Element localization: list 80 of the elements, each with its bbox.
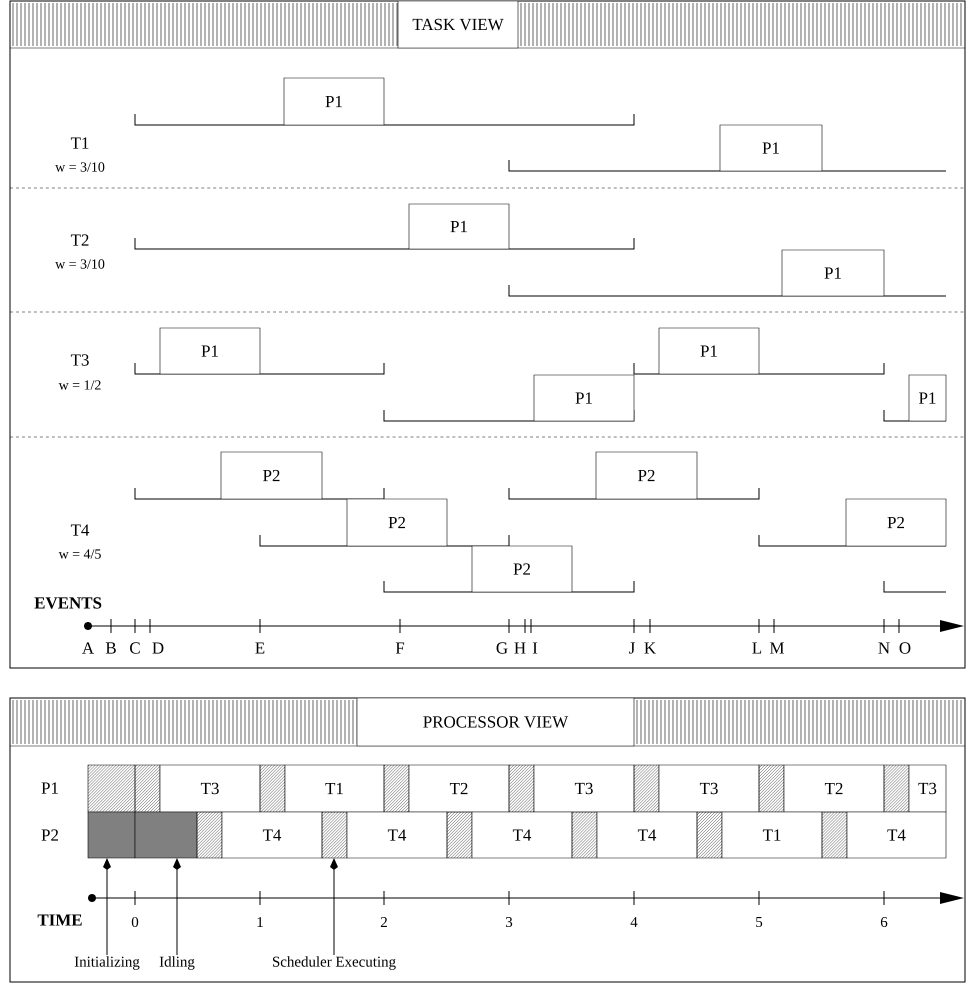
task-box: P1: [534, 374, 634, 422]
task-box: P2: [596, 452, 698, 500]
task-box: P1: [408, 204, 510, 250]
processor-name: P2: [42, 829, 58, 841]
hatched-cell: [696, 812, 722, 858]
callout-label: Scheduler Executing: [272, 956, 396, 970]
schedule-cell: T4: [222, 812, 322, 858]
schedule-cell: T1: [722, 812, 822, 858]
task-box: P2: [346, 498, 448, 546]
task-name: T3: [70, 354, 89, 366]
tick-label: 6: [880, 917, 888, 928]
hatched-cell: [884, 764, 910, 812]
tick-label: 0: [132, 916, 138, 928]
hatched-cell: [446, 812, 472, 858]
schedule-cell: T4: [346, 812, 448, 858]
event-letter: I: [532, 642, 538, 654]
event-letter: O: [900, 642, 910, 654]
tick-label: 5: [756, 917, 762, 927]
hatched-cell: [508, 764, 534, 812]
callout-label: Initializing: [74, 956, 140, 970]
schedule-cell: T3: [658, 764, 760, 812]
event-letter: H: [514, 642, 526, 654]
hatched-cell: [758, 764, 784, 812]
event-letter: N: [878, 642, 890, 654]
hatched-cell: [196, 812, 222, 858]
shaded-cell: [134, 812, 198, 858]
event-letter: K: [644, 642, 656, 654]
axis-title: TIME: [38, 914, 82, 926]
hatched-cell: [634, 764, 660, 812]
task-name: T1: [70, 137, 88, 149]
schedule-cell: T4: [472, 812, 572, 858]
hatched-cell: [260, 764, 286, 812]
hatched-cell: [322, 812, 348, 858]
schedule-cell: T3: [534, 764, 634, 812]
task-weight: w = 1/2: [58, 380, 101, 390]
hatched-cell: [572, 812, 598, 858]
callout-label: Idling: [160, 956, 195, 970]
tick-label: 4: [630, 917, 638, 927]
event-letter: M: [770, 642, 784, 654]
event-letter: J: [629, 642, 635, 654]
schedule-cell: T3: [160, 764, 260, 812]
task-box: P2: [846, 498, 946, 546]
task-box: P2: [220, 452, 322, 500]
task-box: P1: [160, 328, 260, 374]
task-weight: w = 4/5: [58, 549, 101, 559]
schedule-cell: T1: [284, 764, 384, 812]
tick-label: 3: [506, 917, 512, 928]
event-letter: D: [152, 642, 164, 654]
shaded-cell: [88, 812, 136, 858]
task-name: T2: [70, 234, 88, 246]
tick-label: 2: [380, 917, 387, 927]
task-box: P1: [658, 328, 760, 374]
hatched-cell: [134, 764, 160, 812]
schedule-cell: T2: [784, 764, 884, 812]
schedule-cell: T2: [408, 764, 510, 812]
event-letter: C: [130, 642, 140, 654]
event-letter: F: [396, 642, 404, 654]
task-box: P2: [472, 546, 572, 592]
tick-label: 1: [258, 917, 263, 927]
processor-name: P1: [42, 782, 58, 794]
event-letter: E: [255, 642, 264, 654]
task-box: P1: [720, 124, 822, 172]
hatched-cell: [88, 764, 136, 812]
task-name: T4: [70, 524, 90, 536]
schedule-cell: T3: [908, 764, 946, 812]
event-letter: G: [496, 642, 508, 654]
task-weight: w = 3/10: [55, 162, 104, 172]
view-title-box: TASK VIEW: [398, 0, 518, 48]
task-box: P1: [782, 250, 884, 296]
view-title-box: PROCESSOR VIEW: [356, 698, 634, 746]
hatched-cell: [822, 812, 848, 858]
task-box: P1: [284, 78, 384, 126]
event-letter: B: [106, 642, 116, 654]
task-weight: w = 3/10: [55, 259, 104, 269]
event-letter: L: [752, 642, 762, 654]
schedule-cell: T4: [596, 812, 698, 858]
task-box: P1: [908, 374, 946, 422]
event-letter: A: [82, 642, 94, 654]
axis-title: EVENTS: [34, 597, 102, 609]
hatched-cell: [384, 764, 410, 812]
